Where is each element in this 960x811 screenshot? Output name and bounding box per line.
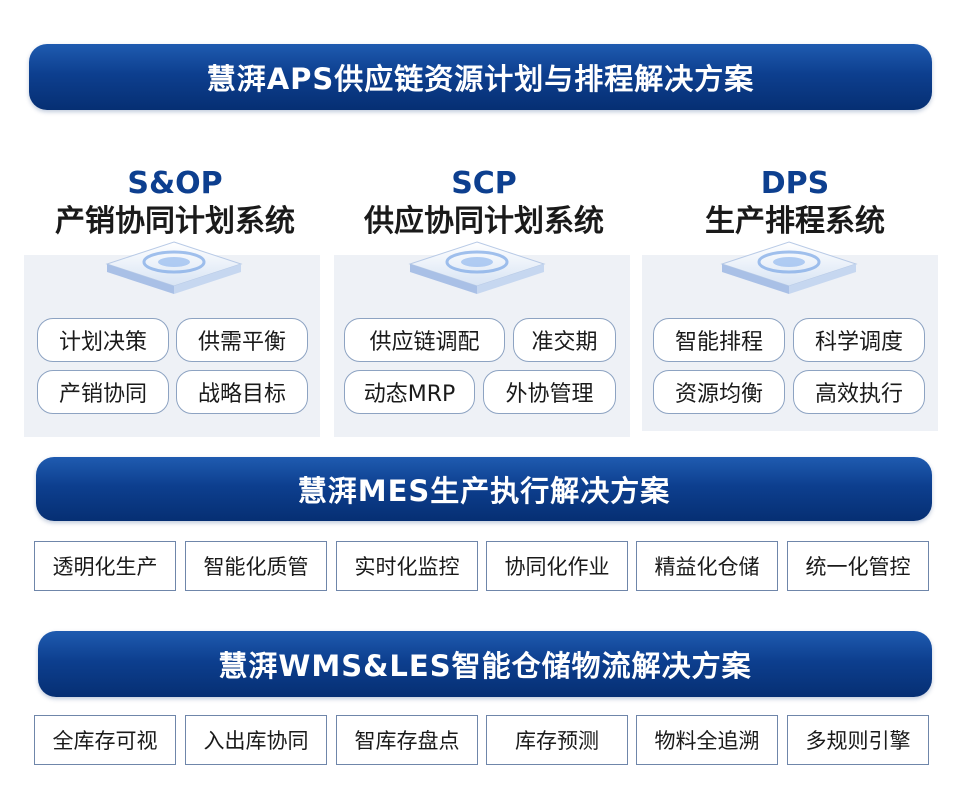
scp-name: 供应协同计划系统 xyxy=(364,204,604,239)
wms-feature-box: 全库存可视 xyxy=(34,715,176,765)
aps-banner-title: 慧湃APS供应链资源计划与排程解决方案 xyxy=(206,62,755,96)
dps-name: 生产排程系统 xyxy=(705,204,885,239)
scp-tag: 供应链调配 xyxy=(344,318,505,362)
dps-code: DPS xyxy=(760,166,830,201)
dps-tag: 智能排程 xyxy=(653,318,785,362)
scp-tag: 准交期 xyxy=(513,318,616,362)
wms-solution-banner: 慧湃WMS&LES智能仓储物流解决方案 xyxy=(38,631,932,697)
dps-tag: 高效执行 xyxy=(793,370,925,414)
mes-feature-box: 智能化质管 xyxy=(185,541,327,591)
mes-feature-box: 精益化仓储 xyxy=(636,541,778,591)
scp-code: SCP xyxy=(451,166,517,201)
scp-tag: 外协管理 xyxy=(483,370,616,414)
isometric-platform-icon xyxy=(720,241,858,294)
mes-feature-box: 协同化作业 xyxy=(486,541,628,591)
dps-tag: 科学调度 xyxy=(793,318,925,362)
aps-solution-banner: 慧湃APS供应链资源计划与排程解决方案 xyxy=(29,44,932,110)
wms-feature-box: 库存预测 xyxy=(486,715,628,765)
mes-banner-title: 慧湃MES生产执行解决方案 xyxy=(297,474,671,508)
wms-feature-box: 智库存盘点 xyxy=(336,715,478,765)
wms-banner-title: 慧湃WMS&LES智能仓储物流解决方案 xyxy=(218,649,752,683)
scp-column-title: SCP 供应协同计划系统 xyxy=(336,165,632,241)
dps-tag: 资源均衡 xyxy=(653,370,785,414)
wms-feature-box: 多规则引擎 xyxy=(787,715,929,765)
mes-feature-box: 统一化管控 xyxy=(787,541,929,591)
mes-feature-box: 透明化生产 xyxy=(34,541,176,591)
isometric-platform-icon xyxy=(408,241,546,294)
sop-code: S&OP xyxy=(127,166,223,201)
sop-name: 产销协同计划系统 xyxy=(55,204,295,239)
mes-solution-banner: 慧湃MES生产执行解决方案 xyxy=(36,457,932,521)
isometric-platform-icon xyxy=(105,241,243,294)
dps-column-title: DPS 生产排程系统 xyxy=(650,165,940,241)
sop-tag: 计划决策 xyxy=(37,318,169,362)
sop-tag: 供需平衡 xyxy=(176,318,308,362)
wms-feature-box: 物料全追溯 xyxy=(636,715,778,765)
sop-column-title: S&OP 产销协同计划系统 xyxy=(30,165,320,241)
sop-tag: 产销协同 xyxy=(37,370,169,414)
mes-feature-box: 实时化监控 xyxy=(336,541,478,591)
scp-tag: 动态MRP xyxy=(344,370,475,414)
sop-tag: 战略目标 xyxy=(176,370,308,414)
wms-feature-box: 入出库协同 xyxy=(185,715,327,765)
